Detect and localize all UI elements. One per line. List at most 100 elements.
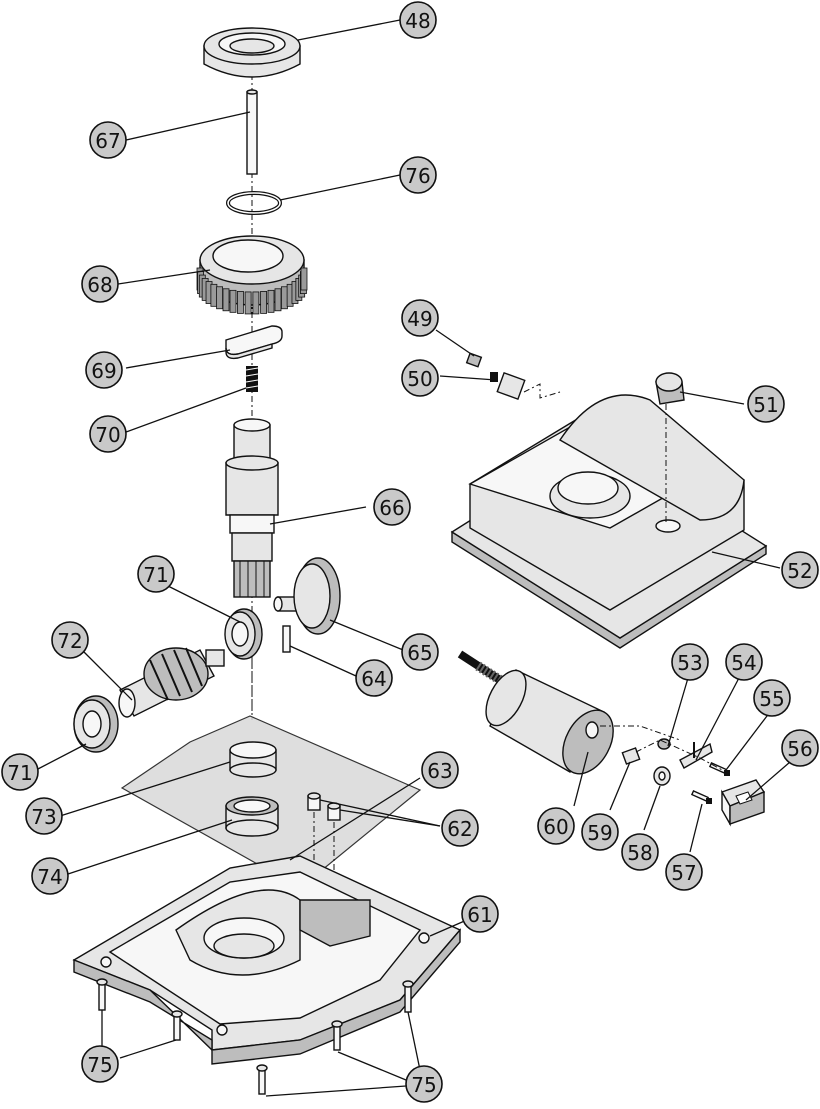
callout-bubble [89, 415, 127, 453]
callout-bubble [421, 751, 459, 789]
callout-bubble [537, 807, 575, 845]
part-75-screws [96, 978, 414, 1095]
callout-number: 71 [7, 761, 32, 785]
part-64-pin [282, 625, 291, 653]
callout-number: 50 [407, 367, 432, 391]
callout-bubble [781, 729, 819, 767]
callout-number: 57 [671, 861, 696, 885]
callout-number: 63 [427, 759, 452, 783]
callout-60: 60 [537, 807, 575, 845]
callout-bubble [401, 359, 439, 397]
callout-51: 51 [747, 385, 785, 423]
part-52-cover [450, 394, 768, 649]
part-72-worm [118, 647, 225, 718]
callout-64: 64 [355, 659, 393, 697]
callout-number: 52 [787, 559, 812, 583]
part-57-screw [690, 789, 712, 804]
callout-49: 49 [401, 299, 439, 337]
callout-number: 75 [411, 1073, 436, 1097]
callout-68: 68 [81, 265, 119, 303]
callout-71: 71 [1, 753, 39, 791]
callout-number: 55 [759, 687, 784, 711]
callout-number: 58 [627, 841, 652, 865]
leader-lines [35, 19, 791, 1097]
callout-number: 74 [37, 865, 62, 889]
callout-bubble [753, 679, 791, 717]
callout-62: 62 [441, 809, 479, 847]
callout-76: 76 [399, 156, 437, 194]
part-69-key [225, 325, 283, 360]
callout-52: 52 [781, 551, 819, 589]
callout-number: 53 [677, 651, 702, 675]
callout-number: 64 [361, 667, 386, 691]
gear-tooth [229, 289, 237, 313]
callout-bubble [401, 299, 439, 337]
callout-70: 70 [89, 415, 127, 453]
part-67-pin [246, 89, 258, 175]
callout-number: 59 [587, 821, 612, 845]
callout-54: 54 [725, 643, 763, 681]
callout-73: 73 [25, 797, 63, 835]
callout-bubble [81, 265, 119, 303]
callout-bubble [399, 1, 437, 39]
part-68-gear [196, 235, 308, 315]
callout-bubble [671, 643, 709, 681]
callout-number: 75 [87, 1053, 112, 1077]
callout-number: 49 [407, 307, 432, 331]
callout-bubble [441, 809, 479, 847]
callout-bubble [581, 813, 619, 851]
callout-66: 66 [373, 488, 411, 526]
callout-bubble [51, 621, 89, 659]
callout-bubble [373, 488, 411, 526]
callout-number: 62 [447, 817, 472, 841]
callout-bubble [621, 833, 659, 871]
callout-bubble [399, 156, 437, 194]
part-59-bushing [621, 747, 641, 765]
callout-48: 48 [399, 1, 437, 39]
callout-number: 71 [143, 563, 168, 587]
callout-61: 61 [461, 895, 499, 933]
gear-tooth [274, 288, 282, 312]
callout-number: 48 [405, 9, 430, 33]
callout-75: 75 [405, 1065, 443, 1103]
part-60-motor [457, 650, 614, 775]
part-61-base-housing [72, 855, 462, 1065]
callout-65: 65 [401, 633, 439, 671]
callout-74: 74 [31, 857, 69, 895]
part-51-cable-gland [655, 372, 685, 522]
part-71-bearing-upper [224, 608, 263, 660]
gear-tooth [237, 290, 244, 314]
callout-58: 58 [621, 833, 659, 871]
callout-57: 57 [665, 853, 703, 891]
gear-tooth [210, 283, 218, 307]
callout-number: 69 [91, 359, 116, 383]
gear-tooth [267, 289, 275, 313]
callout-bubble [461, 895, 499, 933]
callout-bubble [405, 1065, 443, 1103]
callout-bubble [781, 551, 819, 589]
callout-bubble [355, 659, 393, 697]
callout-bubble [89, 121, 127, 159]
small-parts-axis [635, 739, 727, 773]
callout-bubble [31, 857, 69, 895]
part-66-shaft [225, 418, 279, 598]
callout-67: 67 [89, 121, 127, 159]
callout-75: 75 [81, 1045, 119, 1083]
callout-number: 73 [31, 805, 56, 829]
gear-tooth [260, 290, 267, 314]
part-48-bearing [203, 27, 301, 78]
part-70-spring [245, 366, 259, 392]
callout-bubble [1, 753, 39, 791]
callout-bubble [137, 555, 175, 593]
part-50-connector [490, 371, 526, 401]
callout-bubble [665, 853, 703, 891]
callout-71: 71 [137, 555, 175, 593]
part-58-washer [653, 766, 671, 786]
callout-number: 54 [731, 651, 756, 675]
callout-number: 66 [379, 496, 404, 520]
callout-number: 72 [57, 629, 82, 653]
gear-tooth [281, 286, 288, 310]
callout-bubble [401, 633, 439, 671]
